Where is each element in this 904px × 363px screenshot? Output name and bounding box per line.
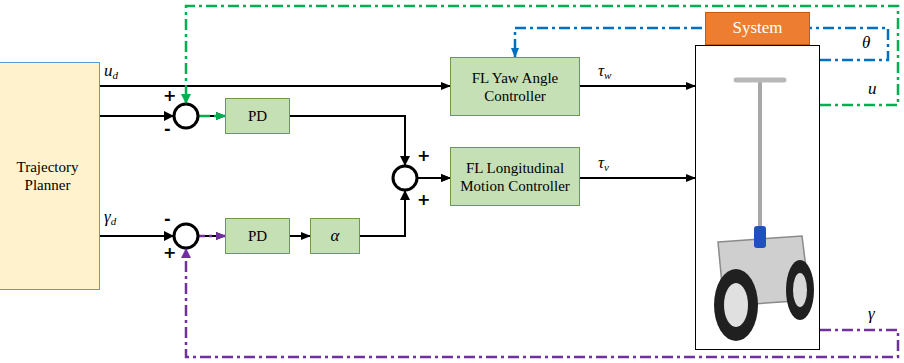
node-text: FL Longitudinal Motion Controller [451,159,579,195]
symbol-subscript: w [604,69,611,81]
summing-junction [393,166,417,190]
signal-line [580,177,695,179]
node-text: Trajectory Planner [0,158,99,194]
sign-label: - [164,211,171,227]
symbol-main: γ [104,207,111,226]
symbol-subscript: d [111,215,117,227]
symbol-subscript: d [113,69,119,81]
signal-label: τw [598,62,611,79]
symbol-main: τ [598,61,604,80]
connector-group [100,6,898,357]
arrow-head [400,190,410,200]
robot-wheel-hub [724,283,748,327]
controller-box: PD [225,98,290,134]
arrow-head [164,231,174,241]
signal-label: τv [598,154,609,171]
symbol-main: γ [868,304,875,323]
controller-box: FL Longitudinal Motion Controller [450,147,580,206]
planner-box: Trajectory Planner [0,62,100,290]
signal-line [100,235,225,237]
sign-label: + [163,88,176,104]
arrow-head [164,111,174,121]
robot-handle [758,82,762,236]
feedback-line [515,28,888,60]
signal-label: γd [104,208,116,225]
symbol-main: θ [862,33,870,52]
robot-wheel [786,260,814,320]
feedback-line [186,6,898,116]
controller-box: FL Yaw Angle Controller [450,57,580,116]
sign-label: + [163,245,176,261]
node-text: PD [248,107,267,125]
robot-wheel [714,269,758,341]
robot-handlebar [736,78,784,83]
controller-box: PD [225,218,290,254]
signal-line [290,235,310,237]
symbol-main: τ [598,153,604,172]
signal-label: θ [862,34,870,51]
symbol-main: u [104,61,113,80]
node-text: α [331,226,340,246]
summing-junction [174,224,198,248]
symbol-main: u [868,79,877,98]
signal-line [100,85,450,87]
robot-wheel-hub [793,273,807,307]
system-block: System [695,12,820,350]
robot-motor [754,226,766,248]
symbol-subscript: v [604,161,609,173]
node-text: FL Yaw Angle Controller [451,69,579,105]
node-text: PD [248,227,267,245]
system-body [695,45,820,350]
signal-line [580,85,695,87]
summing-junction [174,104,198,128]
gain-box: α [310,218,360,254]
signal-label: u [868,80,877,97]
sign-label: + [417,148,430,164]
arrow-head [400,156,410,166]
sign-label: + [417,192,430,208]
feedback-line [186,236,898,357]
signal-label: γ [868,305,875,322]
system-header: System [705,12,810,45]
signal-line [290,116,450,178]
signal-label: ud [104,62,118,79]
robot-illustration [714,80,814,341]
arrow-head [181,94,191,104]
node-text: System [732,18,782,38]
sign-label: - [164,121,171,137]
arrow-head [181,248,191,258]
